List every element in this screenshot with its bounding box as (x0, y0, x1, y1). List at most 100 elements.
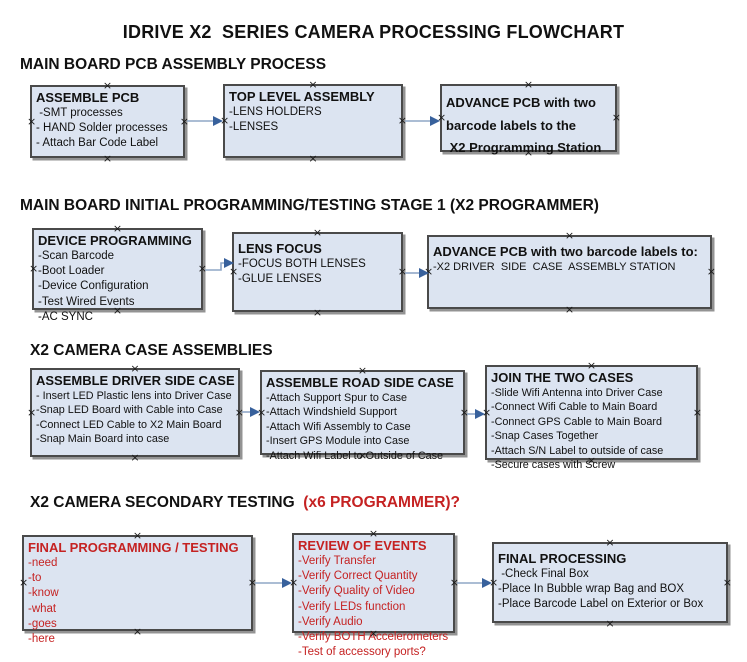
box-item: - HAND Solder processes (36, 122, 168, 135)
box-item: -Test of accessory ports? (298, 646, 426, 659)
box-advance-pcb-programming-station: ADVANCE PCB with two barcode labels to t… (437, 79, 621, 158)
flow-arrow (242, 407, 260, 417)
flow-arrow (405, 268, 429, 278)
connection-point-icon: × (27, 114, 37, 128)
flow-arrow (457, 578, 492, 588)
connection-point-icon: × (29, 261, 39, 275)
box-top-level-assembly: TOP LEVEL ASSEMBLY -LENS HOLDERS -LENSES… (220, 79, 407, 164)
box-item: -Connect Wifi Cable to Main Board (491, 401, 658, 414)
box-text-line: ADVANCE PCB with two (446, 95, 596, 110)
box-item: - Insert LED Plastic lens into Driver Ca… (36, 390, 232, 402)
box-item: -Scan Barcode (38, 250, 115, 262)
box-item: -X2 DRIVER SIDE CASE ASSEMBLY STATION (433, 261, 676, 273)
box-item: -Boot Loader (38, 265, 105, 278)
box-item: -GLUE LENSES (238, 273, 322, 286)
box-assemble-road-side-case: ASSEMBLE ROAD SIDE CASE -Attach Support … (257, 365, 469, 462)
connection-point-icon: × (27, 405, 37, 419)
connection-point-icon: × (692, 405, 702, 419)
box-item: -LENS HOLDERS (229, 106, 322, 118)
box-item: -Device Configuration (38, 280, 149, 293)
box-item: -SMT processes (36, 107, 123, 119)
box-item: -Verify BOTH Accelerometers (298, 631, 449, 644)
box-title: TOP LEVEL ASSEMBLY (229, 89, 375, 104)
box-item: -Verify Transfer (298, 555, 376, 567)
box-item: -FOCUS BOTH LENSES (238, 258, 366, 270)
flow-arrow (405, 116, 440, 126)
box-item: -Snap LED Board with Cable into Case (36, 404, 223, 417)
flow-arrow (467, 409, 485, 419)
connection-point-icon: × (523, 78, 534, 91)
flow-arrow (187, 116, 223, 126)
box-title: ASSEMBLE PCB (36, 90, 140, 105)
box-item: -Place In Bubble wrap Bag and BOX (498, 583, 685, 596)
connection-point-icon: × (312, 306, 323, 319)
box-item: -goes (28, 617, 57, 630)
box-item: -know (28, 587, 59, 600)
box-item: -Verify Correct Quantity (298, 570, 418, 583)
box-item: -Place Barcode Label on Exterior or Box (498, 598, 704, 611)
section-2-header: MAIN BOARD INITIAL PROGRAMMING/TESTING S… (20, 197, 599, 214)
box-final-programming-testing: FINAL PROGRAMMING / TESTING -need -to -k… (19, 530, 257, 645)
box-item: -LENSES (229, 121, 279, 134)
page-title: IDRIVE X2 SERIES CAMERA PROCESSING FLOWC… (122, 22, 625, 42)
box-item: -Secure cases with Screw (491, 459, 616, 472)
box-item: -Connect LED Cable to X2 Main Board (36, 418, 222, 431)
box-item: -Verify Audio (298, 615, 363, 628)
box-final-processing: FINAL PROCESSING -Check Final Box -Place… (489, 537, 732, 629)
box-item: - Attach Bar Code Label (36, 137, 159, 150)
box-title: ADVANCE PCB with two barcode labels to: (433, 244, 698, 259)
box-title: FINAL PROCESSING (498, 551, 627, 566)
box-item: -Test Wired Events (38, 295, 135, 308)
section-4-header-text: X2 CAMERA SECONDARY TESTING (30, 494, 295, 511)
connection-point-icon: × (605, 536, 615, 549)
section-3-header: X2 CAMERA CASE ASSEMBLIES (30, 342, 273, 359)
box-item: -here (28, 633, 55, 646)
section-4-header: X2 CAMERA SECONDARY TESTING (x6 PROGRAMM… (30, 494, 460, 512)
box-text-line: X2 Programming Station (446, 140, 602, 155)
box-item: -Insert GPS Module into Case (266, 435, 410, 448)
box-item: -need (28, 557, 58, 569)
box-item: -Attach S/N Label to outside of case (491, 444, 664, 457)
box-item: -to (28, 572, 42, 585)
box-title: LENS FOCUS (238, 241, 322, 256)
connection-point-icon: × (102, 152, 113, 165)
connection-point-icon: × (564, 229, 575, 242)
connection-point-icon: × (19, 575, 29, 589)
box-title: ASSEMBLE DRIVER SIDE CASE (36, 373, 235, 388)
box-assemble-pcb: ASSEMBLE PCB -SMT processes - HAND Solde… (27, 80, 189, 164)
connection-point-icon: × (722, 575, 732, 589)
connection-point-icon: × (564, 303, 575, 316)
section-1-header: MAIN BOARD PCB ASSEMBLY PROCESS (20, 56, 327, 73)
connection-point-icon: × (611, 110, 621, 124)
box-item: -Attach Wifi Label to Outside of Case (266, 449, 444, 462)
connection-point-icon: × (605, 617, 615, 630)
box-item: -Slide Wifi Antenna into Driver Case (491, 387, 663, 399)
box-title: REVIEW OF EVENTS (298, 538, 427, 553)
box-review-of-events: REVIEW OF EVENTS -Verify Transfer -Verif… (289, 528, 459, 658)
connection-point-icon: × (312, 226, 323, 239)
box-title: FINAL PROGRAMMING / TESTING (28, 540, 239, 555)
box-item: -Verify Quality of Video (298, 585, 415, 598)
connection-point-icon: × (706, 264, 716, 278)
box-title: DEVICE PROGRAMMING (38, 233, 192, 248)
box-title: JOIN THE TWO CASES (491, 370, 634, 385)
box-item: -Snap Main Board into case (36, 433, 170, 446)
box-item: -Attach Support Spur to Case (266, 392, 408, 404)
section-4-header-red-text: (x6 PROGRAMMER)? (294, 494, 461, 511)
box-device-programming: DEVICE PROGRAMMING -Scan Barcode -Boot L… (29, 223, 207, 323)
connection-point-icon: × (130, 451, 140, 464)
box-item: -Snap Cases Together (491, 430, 599, 443)
box-item: -what (28, 602, 57, 615)
box-lens-focus: LENS FOCUS -FOCUS BOTH LENSES -GLUE LENS… (229, 227, 407, 318)
box-item: -AC SYNC (38, 310, 93, 323)
box-item: -Verify LEDs function (298, 600, 406, 613)
box-item: -Attach Wifi Assembly to Case (266, 420, 411, 433)
box-advance-pcb-case-assembly: ADVANCE PCB with two barcode labels to: … (424, 230, 716, 315)
box-title: ASSEMBLE ROAD SIDE CASE (266, 375, 454, 390)
box-item: -Attach Windshield Support (266, 406, 397, 419)
flow-arrow-elbow (205, 258, 234, 271)
box-item: -Connect GPS Cable to Main Board (491, 415, 663, 428)
box-assemble-driver-side-case: ASSEMBLE DRIVER SIDE CASE - Insert LED P… (27, 363, 244, 463)
connection-point-icon: × (308, 152, 318, 165)
